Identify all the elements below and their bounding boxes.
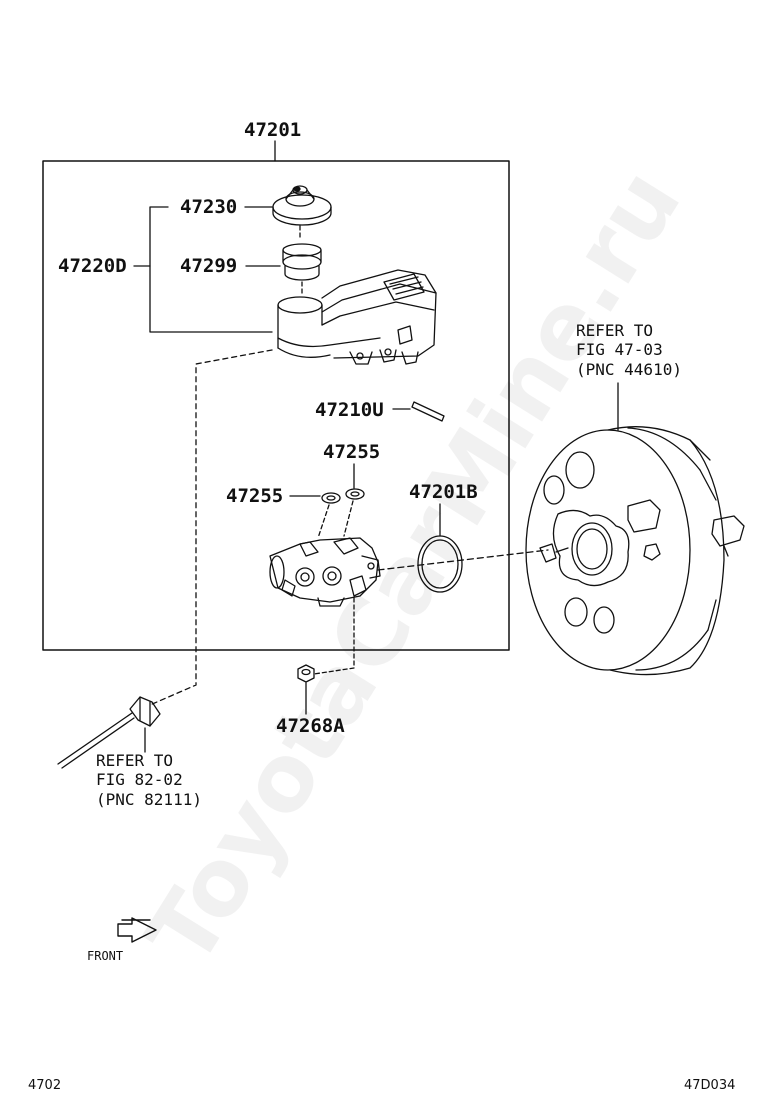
tube-refer-line2: FIG 82-02 <box>96 770 183 789</box>
master-cylinder <box>269 537 381 607</box>
grommet-left <box>321 492 341 504</box>
label-47201b: 47201B <box>409 481 478 503</box>
front-arrow-icon <box>117 917 157 943</box>
label-47255-top: 47255 <box>323 441 381 463</box>
grommet-top <box>345 488 365 500</box>
booster-refer-line3: (PNC 44610) <box>576 360 682 379</box>
brake-booster <box>525 426 745 676</box>
label-47299: 47299 <box>180 255 238 277</box>
assembly-frame <box>42 160 510 651</box>
page-code: 4702 <box>28 1078 62 1093</box>
nut-47268a <box>297 664 315 683</box>
reservoir-bracket <box>149 206 273 333</box>
label-47255-left: 47255 <box>226 485 284 507</box>
reservoir-strainer <box>282 243 322 281</box>
label-47210u: 47210U <box>315 399 384 421</box>
front-label: FRONT <box>87 949 124 963</box>
label-47268a: 47268A <box>276 715 345 737</box>
label-47220d: 47220D <box>58 255 127 277</box>
pin-47210u <box>411 401 445 422</box>
tube-refer-line3: (PNC 82111) <box>96 790 202 809</box>
label-47201: 47201 <box>244 119 302 141</box>
booster-refer-line1: REFER TO <box>576 321 654 340</box>
reservoir-tank <box>277 269 437 365</box>
brake-tube-dashed-leader <box>149 349 273 706</box>
label-47230: 47230 <box>180 196 238 218</box>
figure-code: 47D034 <box>684 1078 736 1093</box>
nut-dashed-leader <box>313 597 355 675</box>
brake-tube <box>57 696 161 769</box>
o-ring-47201b <box>417 535 463 593</box>
tube-refer-line1: REFER TO <box>96 751 174 770</box>
booster-refer-line2: FIG 47-03 <box>576 340 663 359</box>
booster-dashed-leader <box>377 549 549 571</box>
reservoir-cap <box>272 185 332 226</box>
